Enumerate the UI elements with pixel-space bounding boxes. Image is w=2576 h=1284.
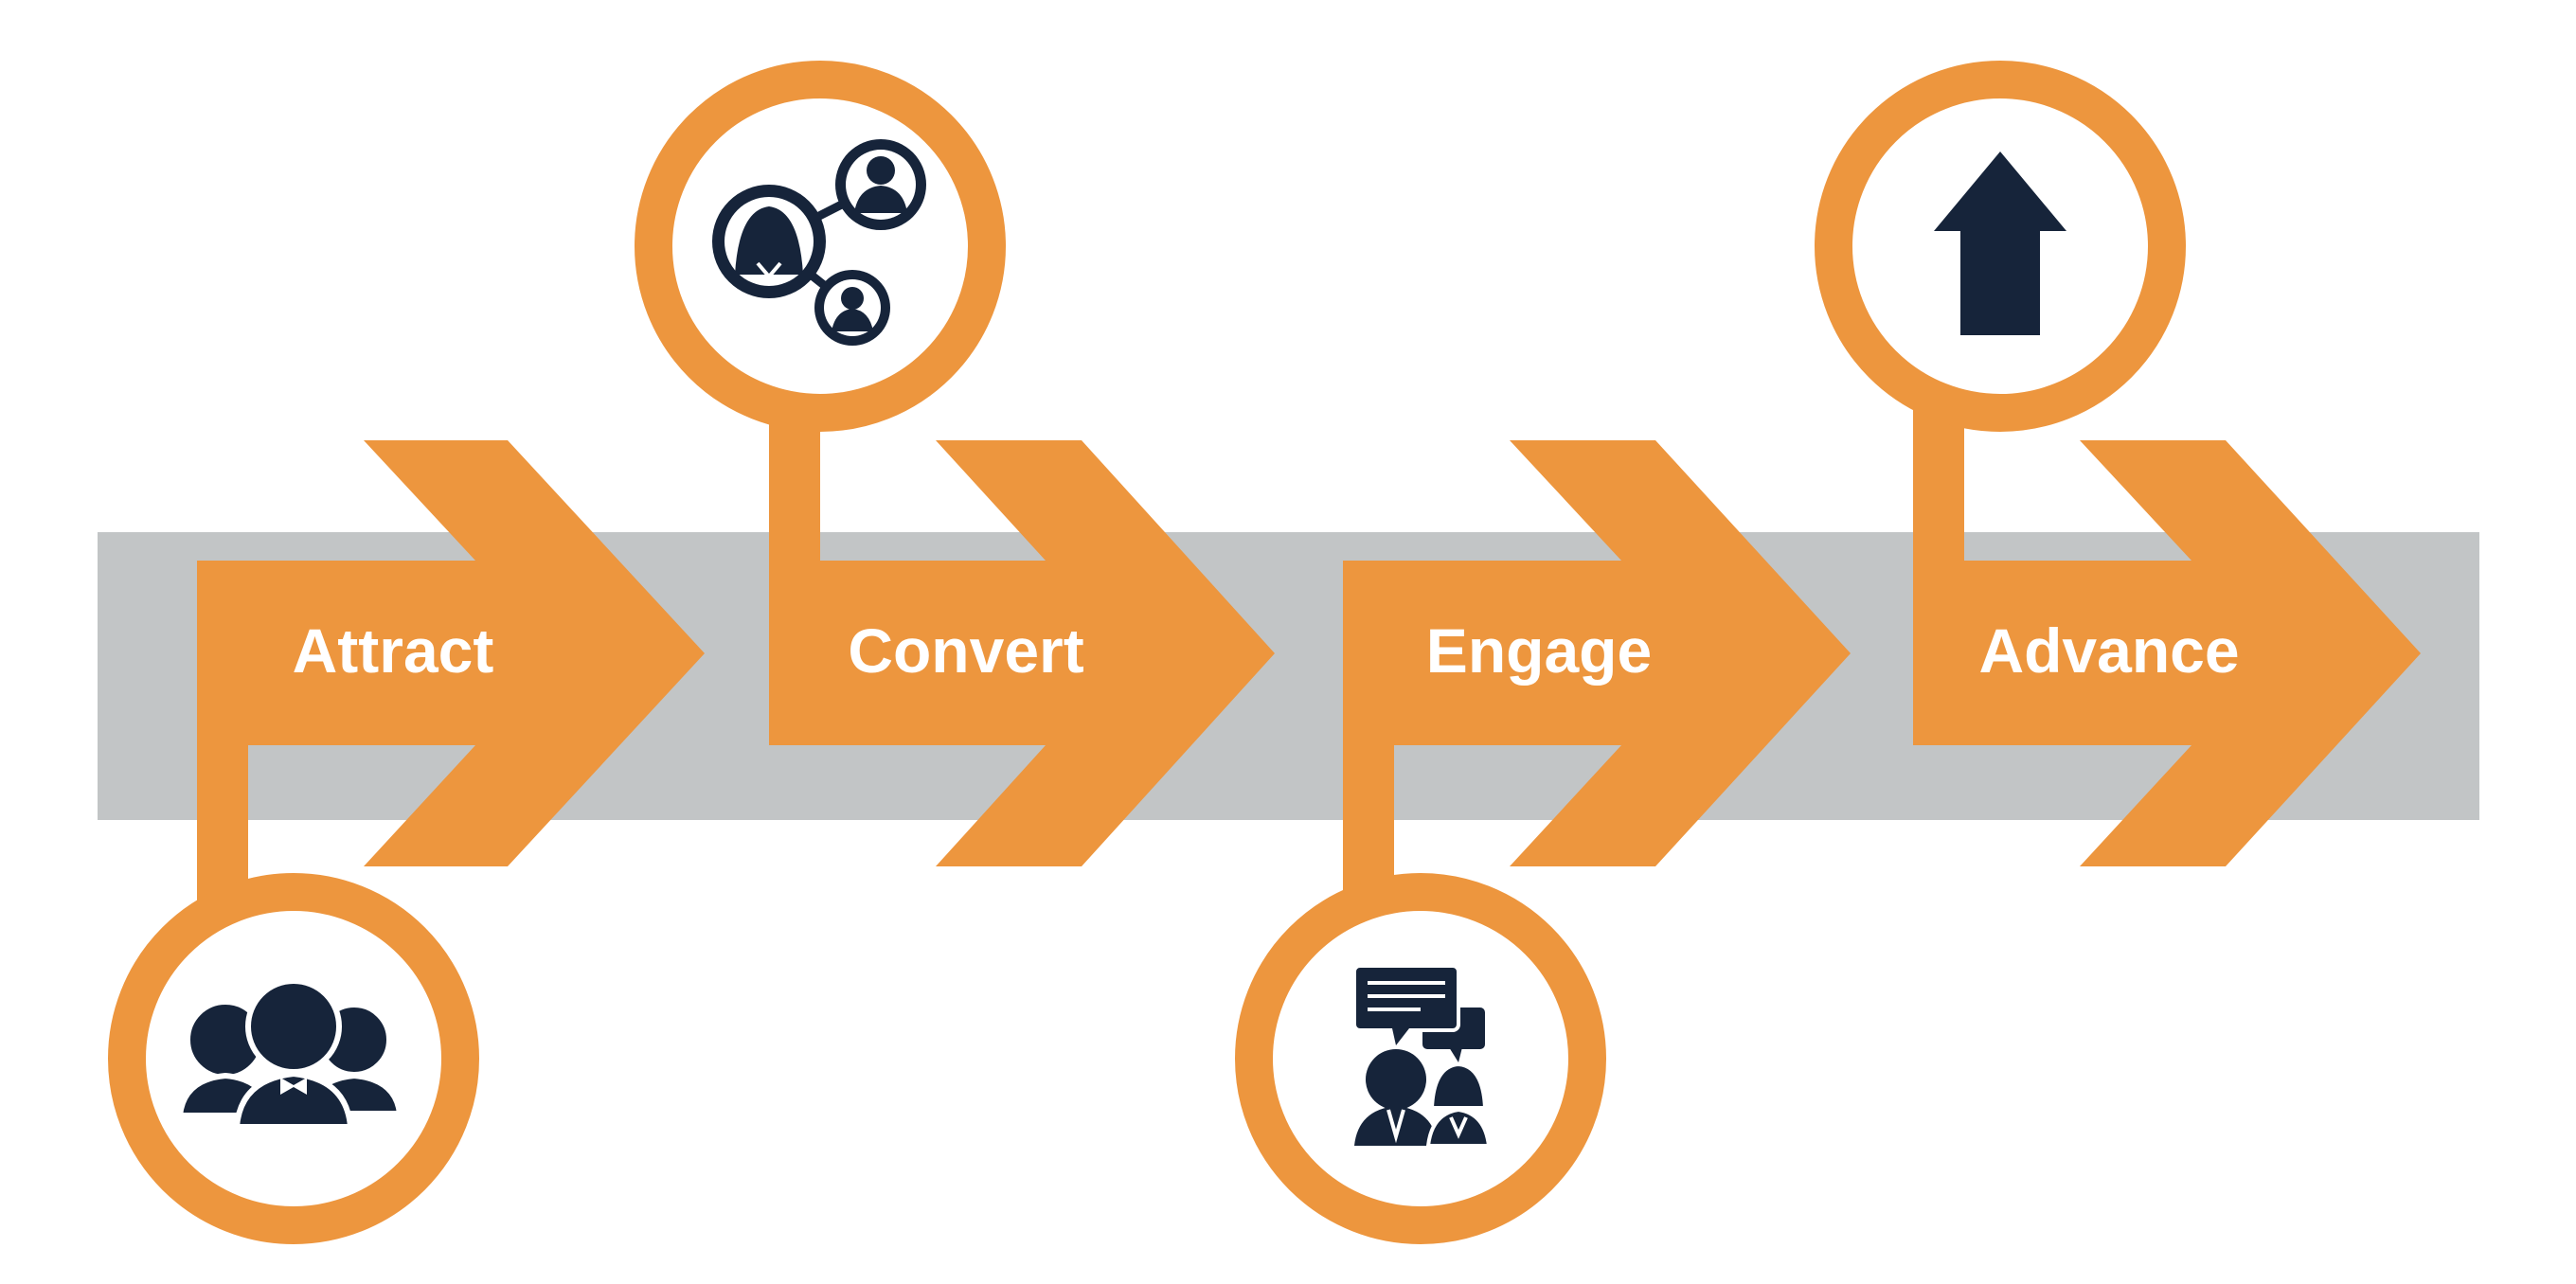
stage-engage-arrow	[1343, 440, 1851, 904]
stage-attract: Attract	[108, 440, 705, 1244]
stage-advance-arrow	[1913, 407, 2421, 866]
stage-advance-label: Advance	[1978, 615, 2239, 686]
group-of-people-icon	[176, 978, 403, 1130]
stage-convert-arrow	[769, 407, 1275, 866]
bow-tie-icon	[280, 1078, 307, 1095]
stage-attract-label: Attract	[293, 615, 494, 686]
stage-convert-label: Convert	[848, 615, 1083, 686]
stage-convert: Convert	[635, 61, 1275, 866]
people-conversation-icon	[1352, 964, 1492, 1148]
connected-people-network-icon	[712, 139, 926, 346]
up-arrow-icon	[1934, 152, 2066, 335]
stage-engage: Engage	[1235, 440, 1851, 1244]
stage-advance: Advance	[1815, 61, 2421, 866]
stage-engage-badge	[1235, 873, 1606, 1244]
stage-engage-label: Engage	[1426, 615, 1652, 686]
stage-attract-arrow	[197, 440, 705, 904]
